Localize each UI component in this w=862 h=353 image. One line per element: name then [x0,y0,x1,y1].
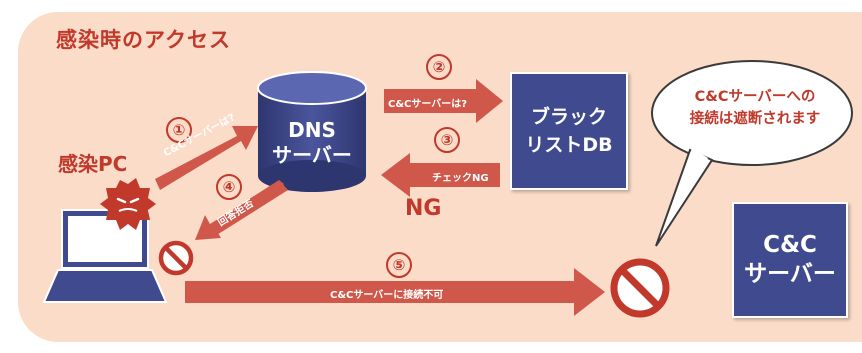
blacklist-db-label-line1: ブラック [530,105,607,128]
dns-server-label: DNS サーバー [262,118,362,168]
step-1-number: ① [166,117,192,143]
blacklist-db-box: ブラック リストDB [510,72,628,190]
arrow-step-5 [185,268,605,316]
laptop-icon [42,209,168,303]
cc-server-box: C&C サーバー [732,202,848,318]
blacklist-db-label-line2: リストDB [525,134,613,156]
cc-server-label-line1: C&C [763,232,817,259]
speech-bubble-text: C&Cサーバーへの 接続は遮断されます [660,86,850,131]
dns-server-label-line1: DNS [288,118,336,142]
step-3-label: チェックNG [432,173,489,184]
step-5-number: ⑤ [386,252,412,278]
cc-server-label-line2: サーバー [744,261,836,287]
dns-server-cylinder [257,71,367,192]
speech-bubble [651,60,853,247]
arrow-step-3 [381,153,500,197]
infected-pc-label: 感染PC [58,152,128,176]
speech-bubble-line2: 接続は遮断されます [689,111,821,128]
arrow-step-1 [155,126,258,190]
diagram-title: 感染時のアクセス [56,28,231,52]
step-4-number: ④ [216,174,242,200]
arrow-step-2 [384,79,503,123]
large-prohibited-icon [610,258,670,318]
dns-server-label-line2: サーバー [272,143,352,167]
step-3-number: ③ [434,127,460,153]
speech-bubble-line1: C&Cサーバーへの [694,89,816,105]
virus-icon [100,178,156,230]
step-2-label: C&Cサーバーは? [388,99,468,110]
small-prohibited-icon [158,240,194,276]
step-5-label: C&Cサーバーに接続不可 [330,290,444,301]
step-2-number: ② [426,54,452,80]
ng-label: NG [405,196,442,221]
arrow-step-4 [195,180,288,240]
